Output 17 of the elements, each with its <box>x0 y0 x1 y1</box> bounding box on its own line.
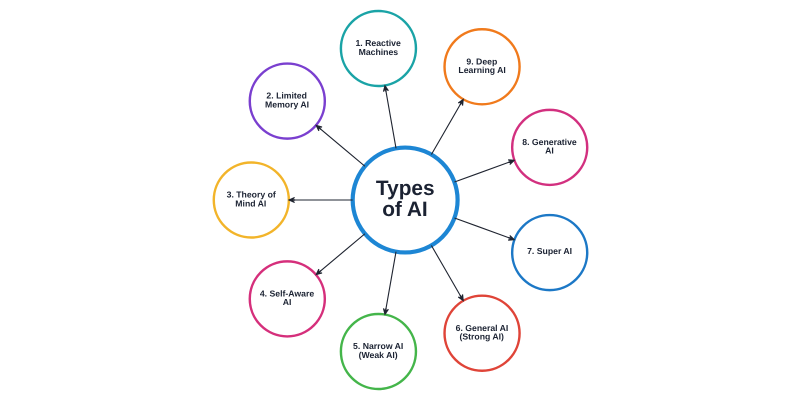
node-circle: 2. Limited Memory AI <box>248 62 326 140</box>
node-circle: 3. Theory of Mind AI <box>212 161 290 239</box>
node-circle: 4. Self-Aware AI <box>248 260 326 338</box>
arrow <box>430 245 464 302</box>
arrow <box>430 98 464 155</box>
node-circle: 7. Super AI <box>510 214 588 292</box>
arrow <box>315 233 365 276</box>
node-circle: 5. Narrow AI (Weak AI) <box>339 312 417 390</box>
node-circle: Types of AI <box>350 145 460 255</box>
node-circle: 1. Reactive Machines <box>339 10 417 88</box>
arrow <box>315 124 365 167</box>
node-circle: 8. Generative AI <box>510 108 588 186</box>
arrow <box>382 252 396 315</box>
arrow <box>382 85 396 148</box>
arrow <box>454 159 514 183</box>
arrow <box>454 217 514 241</box>
arrow <box>288 196 352 204</box>
